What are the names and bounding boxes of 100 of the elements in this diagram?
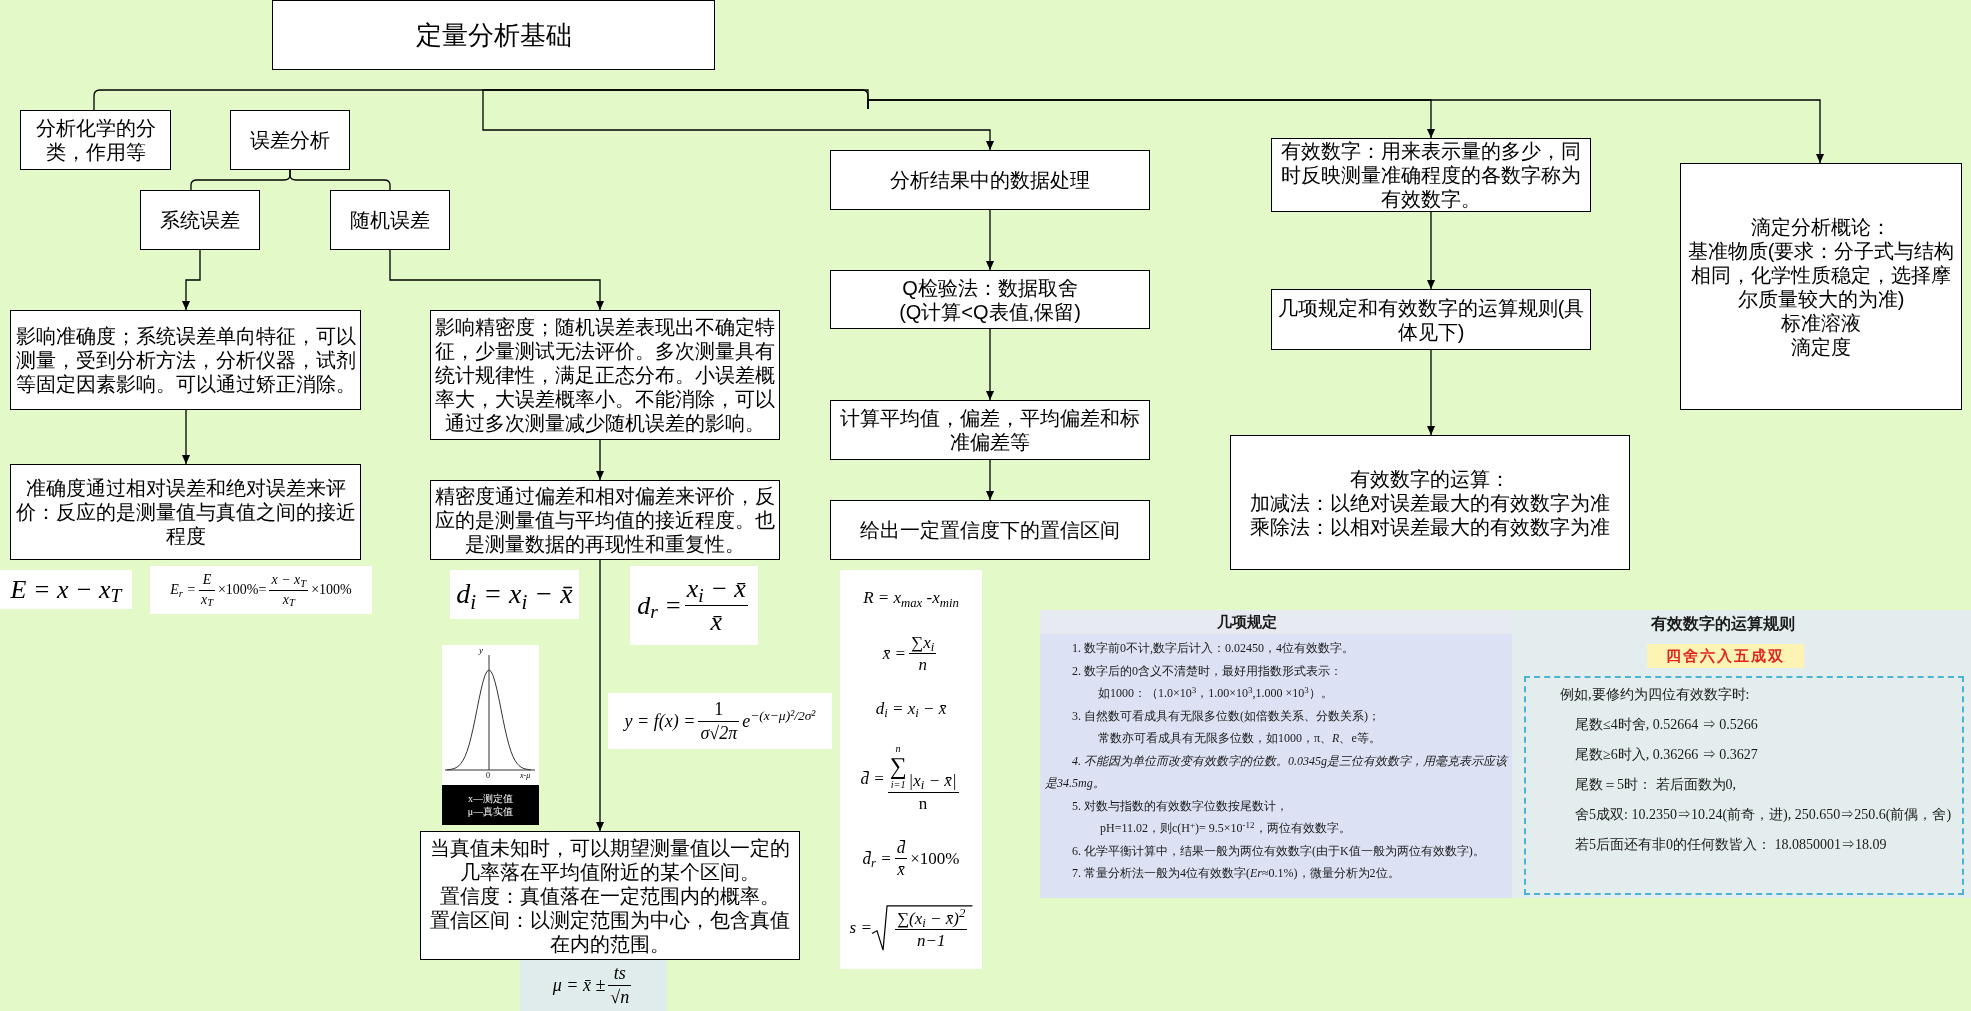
arrow [482, 89, 995, 151]
topic-box [10, 310, 361, 410]
formula-text: x$_{i}$ − x̄ [686, 574, 746, 604]
formula-text: s = [849, 917, 872, 938]
arrow [985, 209, 995, 271]
formula-text: d̄$_{r}$ = [862, 849, 892, 869]
box-text: Q检验法：数据取舍 [902, 275, 1078, 300]
formula-text: E [202, 572, 212, 589]
rule-text: 3. 自然数可看成具有无限多位数(如倍数关系、分数关系)； [1071, 707, 1381, 725]
axis-label: y [479, 646, 483, 655]
formula-text: d̄ [896, 837, 906, 858]
formula-text: ×100%= [217, 581, 267, 599]
formula-text: μ = x̄ ± [552, 975, 606, 996]
arrow [1426, 349, 1436, 436]
rule-text: 例如,要修约为四位有效数字时: [1559, 686, 1751, 704]
arrow [389, 249, 605, 311]
formula-text: ×100% [311, 581, 352, 599]
formula-text: d$_{i}$ = x$_{i}$ − x̄ [456, 578, 573, 611]
rule-text: pH=11.02，则c(H$^{+}$)= 9.5×10$^{-12}$，两位有效数字。 [1099, 818, 1352, 837]
formula-text: ∑x$_{i}$ [911, 632, 935, 653]
arrow [985, 328, 995, 401]
arrow [867, 99, 1825, 164]
box-text: 分析结果中的数据处理 [890, 168, 1090, 192]
formula-text: ∑ [889, 755, 907, 779]
formula-text: |x$_{i}$ − x̄| [908, 771, 957, 791]
arrow [1426, 211, 1436, 290]
title-box [272, 0, 715, 70]
formula-text: x̄ [710, 607, 723, 637]
formula-text: ×100% [910, 849, 960, 869]
formula-text: x − x$_{T}$ [271, 572, 307, 589]
topic-box [140, 190, 260, 250]
box-text: 基准物质(要求：分子式与结构相同，化学性质稳定，选择摩尔质量较大的为准) [1686, 238, 1956, 311]
topic-box [230, 110, 350, 170]
axis-label: 0 [486, 772, 490, 780]
formula-card [520, 960, 667, 1011]
formula-text: d$_{r}$ = [637, 590, 682, 621]
arrow [595, 559, 605, 832]
formula-text: R = x$_{max}$ -x$_{min}$ [863, 588, 959, 608]
dashed-frame [1524, 676, 1964, 895]
box-text: 分析化学的分类，作用等 [34, 116, 157, 164]
box-text: 系统误差 [160, 208, 240, 232]
formula-text: ∑(x$_{i}$ − x̄)$^{2}$ [896, 908, 966, 929]
box-text: 给出一定置信度下的置信区间 [860, 518, 1120, 542]
caption-text: μ—真实值 [467, 805, 514, 818]
rule-text: 舍5成双: 10.2350⇒10.24(前奇，进), 250.650⇒250.6(前偶，舍) [1574, 806, 1953, 824]
rule-text: 6. 化学平衡计算中，结果一般为两位有效数字(由于K值一般为两位有效数字)。 [1071, 842, 1486, 860]
topic-box [20, 110, 171, 170]
formula-card [608, 693, 832, 749]
rule-text: 尾数＝5时： 若后面数为0, [1574, 776, 1737, 794]
box-text: 置信区间：以测定范围为中心，包含真值在内的范围。 [429, 907, 791, 956]
topic-box [830, 150, 1150, 210]
topic-box [330, 190, 450, 250]
highlight-text: 四舍六入五成双 [1666, 646, 1785, 666]
rule-text: 尾数≥6时入, 0.36266 ⇒ 0.3627 [1574, 746, 1759, 764]
formula-card [0, 570, 132, 609]
arrow [181, 249, 201, 311]
formula-text: 1 [714, 698, 724, 720]
box-text: 误差分析 [250, 128, 330, 152]
formula-text: y = f(x) = [624, 710, 696, 732]
caption-text: x—测定值 [468, 792, 513, 805]
rule-text: 1. 数字前0不计,数字后计入：0.02450，4位有效数字。 [1071, 640, 1355, 657]
formula-text: x̄ = [882, 643, 907, 664]
topic-box [1230, 435, 1630, 570]
box-text: 滴定分析概论： [1751, 214, 1891, 239]
formula-text: e$^{−(x−μ)²/2σ²}$ [742, 710, 816, 732]
formula-text: d$_{i}$ = x$_{i}$ − x̄ [875, 699, 947, 719]
formula-text: n [918, 655, 927, 675]
box-text: 几项规定和有效数字的运算规则(具体见下) [1276, 295, 1586, 344]
topic-box [830, 400, 1150, 460]
box-text: 乘除法：以相对误差最大的有效数字为准 [1250, 514, 1610, 539]
rule-text: 5. 对数与指数的有效数字位数按尾数计， [1071, 797, 1289, 815]
box-text: 标准溶液 [1781, 310, 1861, 335]
formula-text: x̄ [897, 860, 905, 880]
panel-heading: 有效数字的运算规则 [1649, 614, 1796, 634]
highlight-box [1647, 644, 1804, 668]
arrow [985, 459, 995, 501]
box-text: 影响准确度；系统误差单向特征，可以测量，受到分析方法，分析仪器，试剂等固定因素影响。可以通过矫正消除。 [14, 324, 357, 396]
topic-box [1271, 289, 1591, 350]
box-text: 加减法：以绝对误差最大的有效数字为准 [1250, 490, 1610, 515]
rules-panel [1512, 610, 1971, 898]
rule-text: 尾数≤4时舍, 0.52664 ⇒ 0.5266 [1574, 716, 1759, 734]
box-text: (Q计算<Q表值,保留) [899, 299, 1081, 324]
box-text: 滴定度 [1791, 334, 1851, 359]
formula-text: √n [610, 987, 630, 1008]
formula-text: n [918, 793, 928, 814]
formula-card [630, 566, 758, 645]
formula-card [150, 566, 372, 614]
topic-box [10, 464, 361, 560]
formula-text: E$_{r}$ = [170, 581, 196, 599]
formula-text: x$_{T}$ [282, 591, 295, 608]
formula-text: σ√2π [700, 722, 738, 744]
axis-label: x-μ [520, 772, 531, 780]
box-text: 有效数字：用来表示量的多少，同时反映测量准确程度的各数字称为有效数字。 [1280, 139, 1582, 211]
rule-text: 4. 不能因为单位而改变有效数字的位数。0.0345g是三位有效数字，用毫克表示应该是34.5mg。 [1044, 752, 1509, 792]
rule-text: 2. 数字后的0含义不清楚时，最好用指数形式表示： [1071, 662, 1343, 680]
formula-card [450, 570, 579, 619]
topic-box [420, 831, 800, 960]
title-text: 定量分析基础 [415, 19, 572, 51]
arrow [595, 439, 605, 481]
formula-text: x$_{T}$ [200, 591, 213, 608]
